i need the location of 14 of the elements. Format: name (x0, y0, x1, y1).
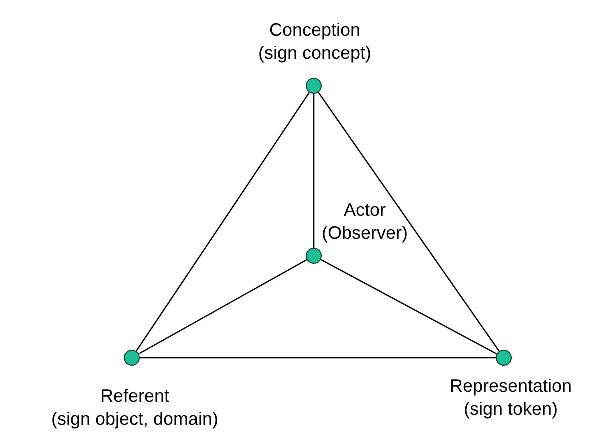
connector-line (320, 259, 498, 355)
node-title: Conception (268, 19, 362, 42)
connector-line (136, 92, 310, 352)
connector-line (318, 92, 500, 352)
connector-line (313, 94, 315, 248)
node-subtitle: (sign concept) (257, 42, 373, 65)
node-title: Actor (342, 199, 387, 222)
node-title: Representation (448, 375, 574, 398)
connector-line (140, 357, 496, 359)
connector-line (138, 259, 308, 355)
node-subtitle: (sign token) (462, 398, 560, 421)
node-subtitle: (Observer) (320, 222, 409, 245)
node-title: Referent (99, 385, 171, 408)
node-subtitle: (sign object, domain) (50, 408, 220, 431)
